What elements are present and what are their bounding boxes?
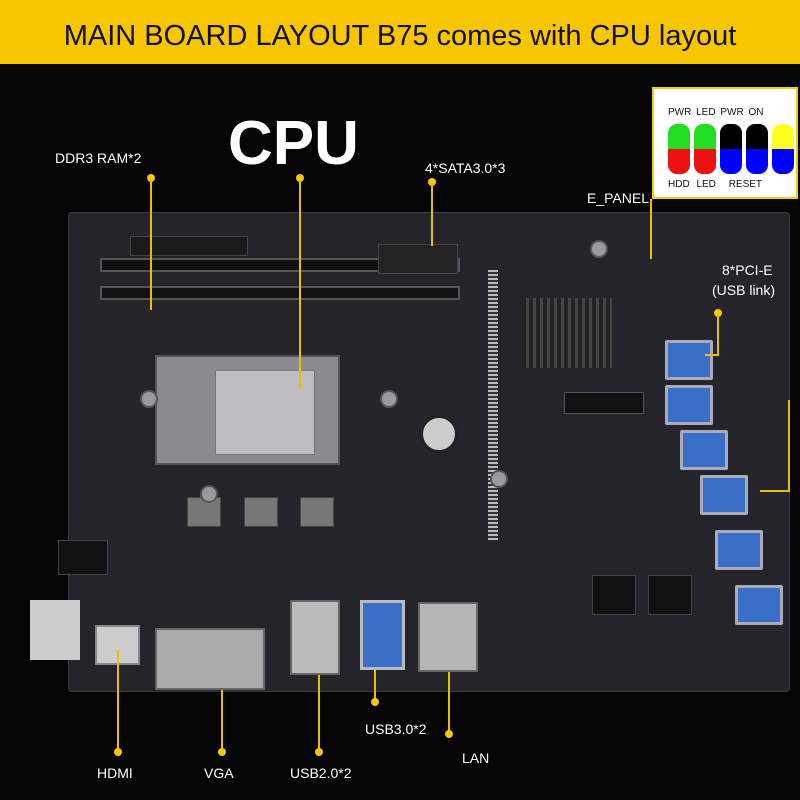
cmos-battery: [420, 415, 458, 453]
e-panel-legend: PWR LED PWR ON HDD LED RESET: [652, 87, 798, 199]
legend-bottom-label: HDD: [668, 179, 690, 190]
lan-port: [418, 602, 478, 672]
cpu-chip: [215, 370, 315, 455]
callout-line: [650, 199, 652, 259]
callout-line: [788, 400, 790, 490]
callout-dot: [315, 748, 323, 756]
legend-top-label: PWR: [720, 107, 744, 118]
hdmi-label: HDMI: [97, 765, 133, 781]
legend-bottom-label: LED: [696, 179, 716, 190]
pin-on: [746, 124, 768, 174]
ddr3-label: DDR3 RAM*2: [55, 150, 142, 166]
legend-top-label: LED: [696, 107, 716, 118]
pcie-usb-port: [735, 585, 783, 625]
callout-line: [705, 354, 719, 356]
pcie-label-sub: (USB link): [712, 282, 776, 298]
callout-line: [299, 180, 301, 390]
pcie-power-connector: [592, 575, 636, 615]
legend-bottom-label: RESET: [728, 179, 763, 190]
atx-power-connector: [130, 236, 248, 256]
callout-dot: [714, 309, 722, 317]
pcie-label: 8*PCI-E: [722, 262, 773, 278]
sata-label: 4*SATA3.0*3: [425, 160, 506, 176]
capacitor: [490, 470, 508, 488]
capacitor: [590, 240, 608, 258]
pcie-usb-port: [700, 475, 748, 515]
title-banner: MAIN BOARD LAYOUT B75 comes with CPU lay…: [0, 0, 800, 64]
cpu-label: CPU: [228, 109, 359, 178]
cpu-power-connector: [58, 540, 108, 575]
choke: [244, 497, 278, 527]
lan-label: LAN: [462, 750, 490, 766]
e-panel-label: E_PANEL: [587, 190, 649, 206]
callout-line: [431, 184, 433, 246]
callout-line: [318, 675, 320, 750]
vga-label: VGA: [204, 765, 234, 781]
callout-dot: [445, 730, 453, 738]
usb3-ports: [360, 600, 405, 670]
m2-slot: [564, 392, 644, 414]
pcie-usb-port: [715, 530, 763, 570]
pcie-usb-port: [680, 430, 728, 470]
callout-dot: [296, 174, 304, 182]
callout-dot: [114, 748, 122, 756]
io-bracket: [30, 600, 80, 660]
choke: [300, 497, 334, 527]
callout-dot: [147, 174, 155, 182]
usb2-ports: [290, 600, 340, 675]
pin-hdd-pwr: [668, 124, 690, 174]
chipset-heatsink: [522, 298, 612, 368]
pcie-power-connector: [648, 575, 692, 615]
capacitor: [380, 390, 398, 408]
callout-line: [717, 315, 719, 355]
callout-line: [760, 490, 790, 492]
usb3-label: USB3.0*2: [365, 721, 427, 737]
pcie-usb-port: [665, 385, 713, 425]
capacitor: [200, 485, 218, 503]
pci-slot: [488, 270, 498, 540]
callout-line: [221, 690, 223, 750]
pin-pwr: [720, 124, 742, 174]
dimm-slot-1: [100, 258, 460, 272]
callout-line: [374, 670, 376, 700]
legend-top-label: ON: [748, 107, 764, 118]
usb2-label: USB2.0*2: [290, 765, 352, 781]
dimm-slot-2: [100, 286, 460, 300]
callout-line: [150, 180, 152, 310]
callout-dot: [218, 748, 226, 756]
capacitor: [140, 390, 158, 408]
callout-line: [117, 650, 119, 750]
pcie-usb-port: [665, 340, 713, 380]
legend-top-label: PWR: [668, 107, 692, 118]
pin-led: [694, 124, 716, 174]
sata-ports: [378, 244, 458, 274]
callout-dot: [428, 178, 436, 186]
pin-extra: [772, 124, 794, 174]
callout-dot: [371, 698, 379, 706]
callout-line: [448, 672, 450, 732]
vga-port: [155, 628, 265, 690]
